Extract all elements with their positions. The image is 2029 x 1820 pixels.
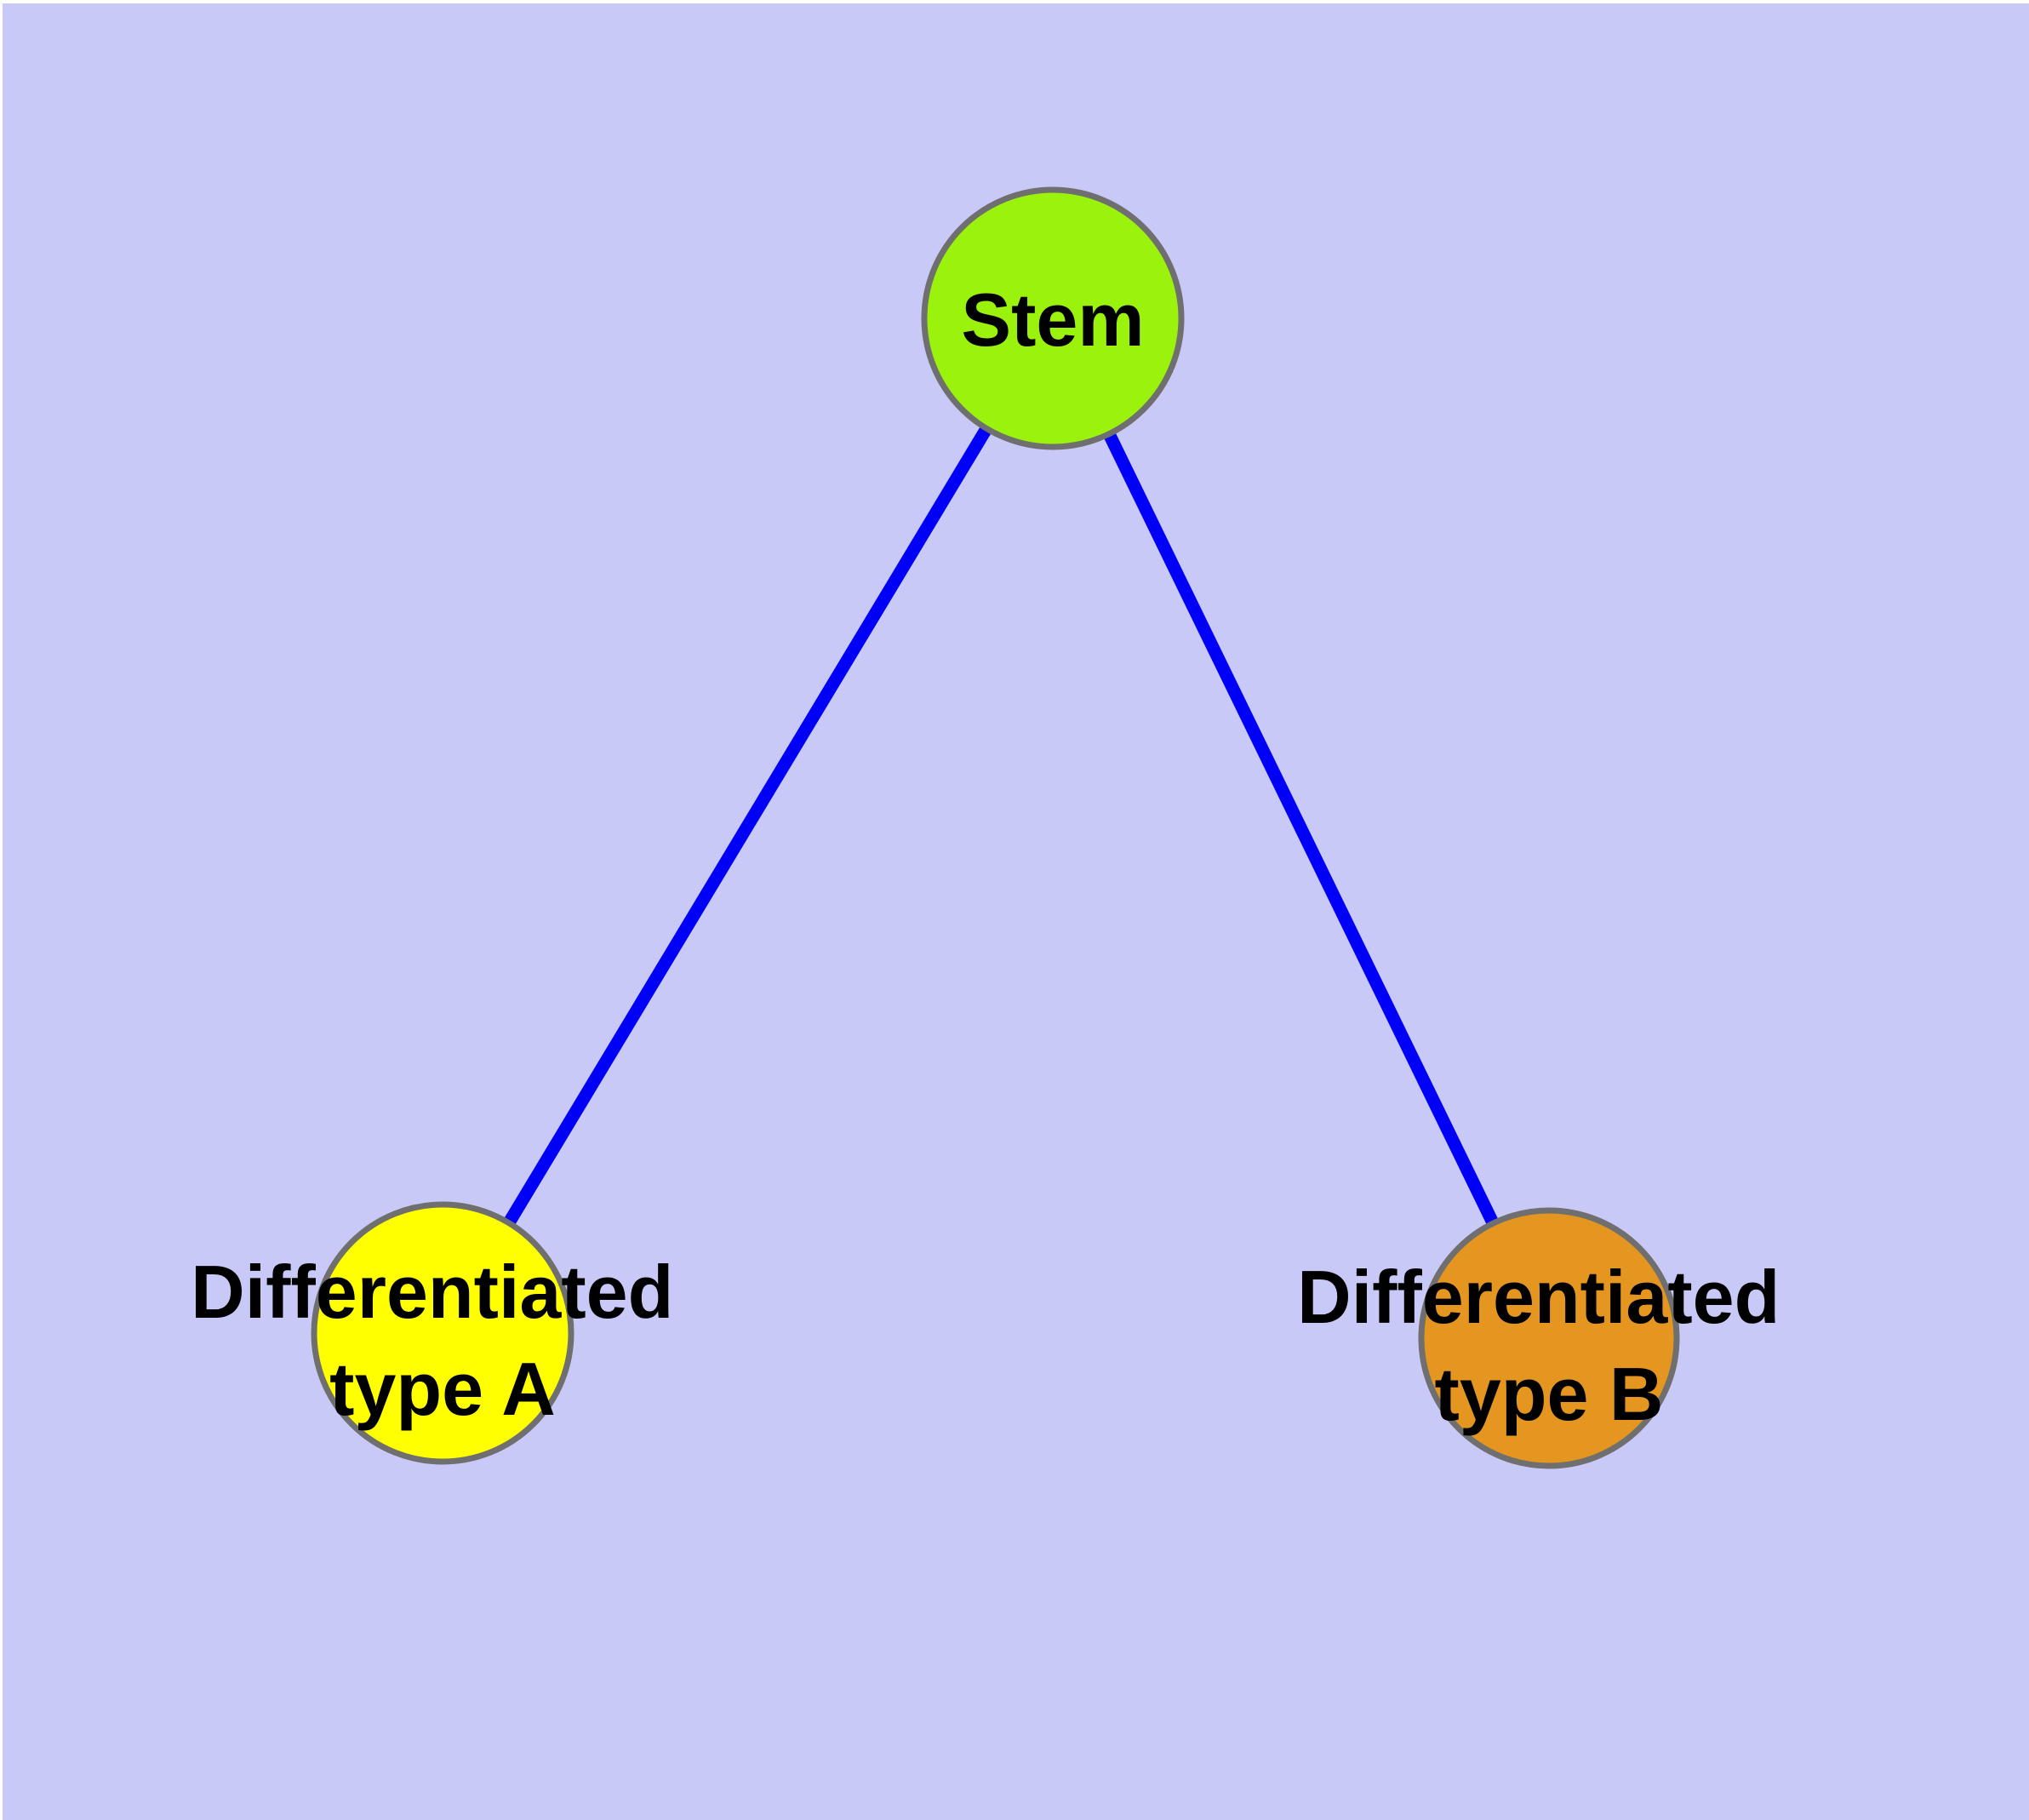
node-type-b-label: Differentiated type B <box>1297 1255 1801 1436</box>
node-stem <box>921 186 1185 450</box>
edge-stem-type-a <box>437 315 1059 1336</box>
node-type-a-label-line2: type A <box>329 1347 556 1431</box>
node-stem-label: Stem <box>961 278 1144 362</box>
node-type-b <box>1418 1207 1680 1469</box>
node-stem-label-line1: Stem <box>961 278 1144 362</box>
node-type-a-label-line1: Differentiated <box>191 1250 673 1334</box>
node-type-a <box>311 1201 574 1465</box>
node-type-a-label: Differentiated type A <box>191 1250 694 1431</box>
node-type-b-label-line2: type B <box>1435 1352 1664 1436</box>
edge-stem-type-b <box>1047 315 1555 1342</box>
node-type-b-label-line1: Differentiated <box>1297 1255 1780 1339</box>
